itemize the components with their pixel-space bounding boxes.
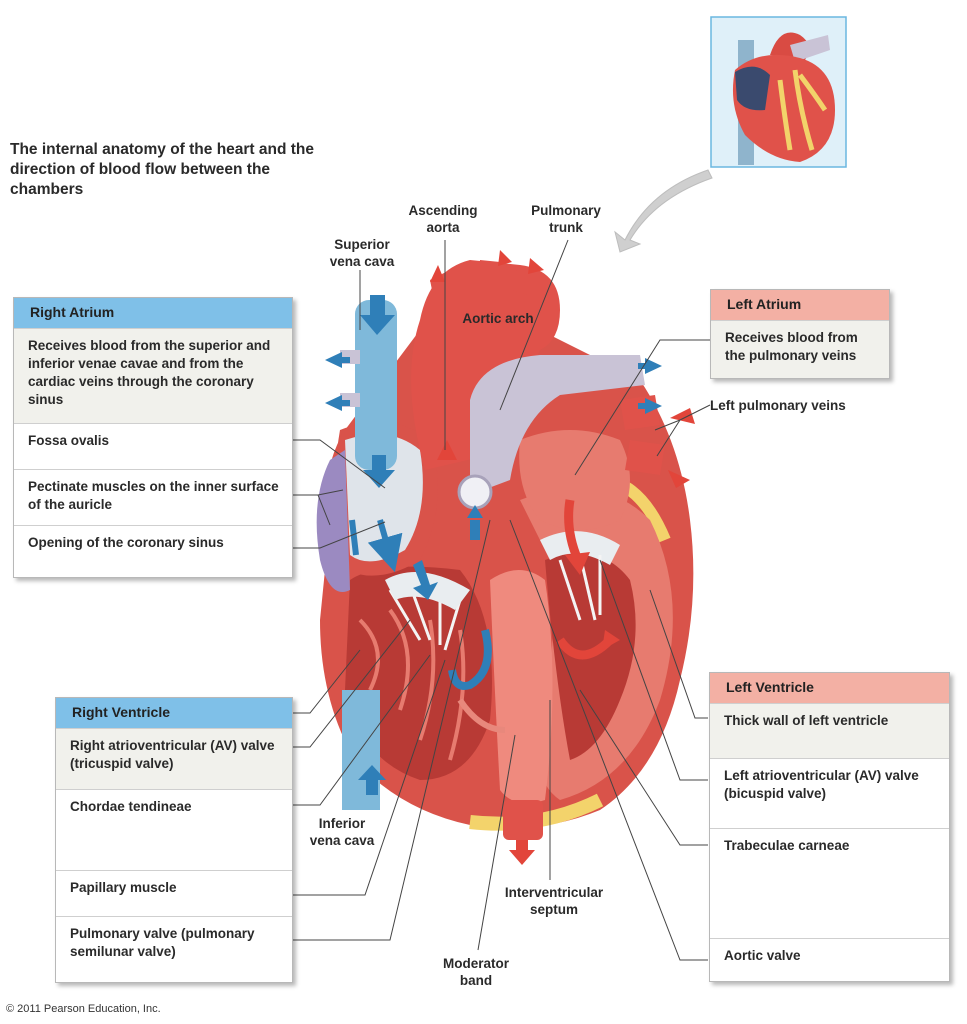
left-atrium-header: Left Atrium bbox=[711, 290, 889, 320]
left-ventricle-header: Left Ventricle bbox=[710, 673, 949, 703]
right-atrium-box: Right Atrium Receives blood from the sup… bbox=[13, 297, 293, 578]
right-atrium-item: Pectinate muscles on the inner surface o… bbox=[14, 469, 292, 525]
blue-flow-arrows bbox=[325, 295, 662, 795]
aorta bbox=[411, 260, 560, 840]
heart-main bbox=[316, 315, 694, 831]
right-ventricle-header: Right Ventricle bbox=[56, 698, 292, 728]
thumbnail-heart bbox=[710, 16, 847, 168]
right-ventricle-item: Chordae tendineae bbox=[56, 789, 292, 870]
diagram-title: The internal anatomy of the heart and th… bbox=[10, 141, 315, 198]
right-atrium-item: Receives blood from the superior and inf… bbox=[14, 328, 292, 423]
rv-curved-arrow bbox=[448, 629, 492, 690]
left-ventricle-item: Thick wall of left ventricle bbox=[710, 703, 949, 758]
right-ventricle-box: Right Ventricle Right atrioventricular (… bbox=[55, 697, 293, 983]
red-flow-arrows bbox=[430, 250, 695, 865]
left-ventricle-item: Left atrioventricular (AV) valve (bicusp… bbox=[710, 758, 949, 828]
left-ventricle-item: Aortic valve bbox=[710, 938, 949, 981]
label-moderator-band: Moderator band bbox=[442, 956, 509, 988]
left-ventricle-box: Left Ventricle Thick wall of left ventri… bbox=[709, 672, 950, 982]
label-aortic-arch: Aortic arch bbox=[462, 311, 534, 326]
label-interventricular-septum: Interventricular septum bbox=[504, 885, 604, 917]
left-atrium-box: Left Atrium Receives blood from the pulm… bbox=[710, 289, 890, 379]
label-inferior-vena-cava: Inferior vena cava bbox=[309, 816, 375, 848]
right-atrium-item: Fossa ovalis bbox=[14, 423, 292, 469]
leader-lines bbox=[292, 239, 711, 961]
right-ventricle-item: Right atrioventricular (AV) valve (tricu… bbox=[56, 728, 292, 789]
label-superior-vena-cava: Superior vena cava bbox=[329, 237, 395, 269]
label-ascending-aorta: Ascending aorta bbox=[408, 203, 478, 235]
right-ventricle-item: Papillary muscle bbox=[56, 870, 292, 916]
left-atrium-item: Receives blood from the pulmonary veins bbox=[711, 320, 889, 378]
right-ventricle-item: Pulmonary valve (pulmonary semilunar val… bbox=[56, 916, 292, 982]
left-ventricle-item: Trabeculae carneae bbox=[710, 828, 949, 938]
right-atrium-header: Right Atrium bbox=[14, 298, 292, 328]
copyright-notice: © 2011 Pearson Education, Inc. bbox=[6, 1003, 161, 1015]
label-left-pulmonary-veins: Left pulmonary veins bbox=[710, 398, 846, 413]
zoom-arrow bbox=[614, 169, 713, 253]
right-atrium-item: Opening of the coronary sinus bbox=[14, 525, 292, 577]
label-pulmonary-trunk: Pulmonary trunk bbox=[531, 203, 601, 235]
